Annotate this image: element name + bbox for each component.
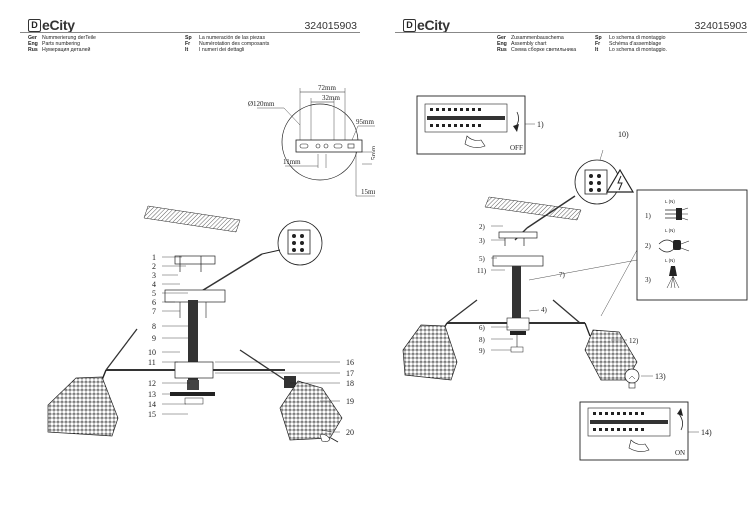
part-18: 18 xyxy=(346,379,354,388)
part-1: 1 xyxy=(152,253,156,262)
part-5: 5 xyxy=(152,289,156,298)
part-2: 2 xyxy=(152,262,156,271)
part-4: 4 xyxy=(152,280,156,289)
switch-off-label: OFF xyxy=(510,144,523,152)
shade-left-right-page xyxy=(402,324,458,381)
canopy-right xyxy=(492,255,544,267)
callout-line xyxy=(600,249,638,317)
step-2: 2) xyxy=(479,223,486,231)
dim-95: 95mm xyxy=(356,118,374,126)
brand-logo-right: D eCity xyxy=(403,17,450,33)
step-6: 6) xyxy=(479,324,486,332)
parts-diagram: 72mm 32mm Ø120mm 95mm 11mm 5mm 15mm xyxy=(47,84,375,443)
part-7: 7 xyxy=(152,307,156,316)
part-11: 11 xyxy=(148,358,156,367)
logo-text-right: eCity xyxy=(417,17,450,33)
switch-on-label: ON xyxy=(675,449,685,457)
step-10: 10) xyxy=(618,130,629,139)
part-6: 6 xyxy=(152,298,156,307)
dim-11: 11mm xyxy=(283,158,301,166)
rotate-arrow-icon-on xyxy=(678,413,683,431)
warning-icon xyxy=(605,168,635,193)
step-3: 3) xyxy=(479,237,486,245)
logo-text: eCity xyxy=(42,17,75,33)
lamp-socket xyxy=(284,376,296,388)
svg-text:L (N): L (N) xyxy=(665,228,675,233)
hub-right xyxy=(506,317,530,331)
central-stem xyxy=(188,300,198,380)
part-20: 20 xyxy=(346,428,354,437)
part-12: 12 xyxy=(148,379,156,388)
step-5: 5) xyxy=(479,255,486,263)
part-19: 19 xyxy=(346,397,354,406)
step-9: 9) xyxy=(479,347,486,355)
step-4: 4) xyxy=(541,306,548,314)
bottom-plate xyxy=(170,392,215,396)
terminal-block xyxy=(287,229,311,255)
step-8: 8) xyxy=(479,336,486,344)
step-11: 11) xyxy=(477,267,487,275)
bulb-icon-right xyxy=(624,368,640,389)
bulb-icon xyxy=(319,429,339,443)
stem-right xyxy=(512,266,521,320)
step-12: 12) xyxy=(629,337,639,345)
header-rule xyxy=(20,32,360,33)
power-cable xyxy=(199,253,263,293)
dim-72: 72mm xyxy=(318,84,336,92)
part-16: 16 xyxy=(346,358,354,367)
document-number: 324015903 xyxy=(304,20,357,32)
plate-detail: 72mm 32mm Ø120mm 95mm 11mm 5mm 15mm xyxy=(248,84,375,197)
step-7: 7) xyxy=(559,271,566,279)
part-10: 10 xyxy=(148,348,156,357)
dim-32: 32mm xyxy=(322,94,340,102)
step-14: 14) xyxy=(701,428,712,437)
header-rule-right xyxy=(395,32,747,33)
hand-icon-on xyxy=(628,439,650,452)
ceiling-hatch xyxy=(143,205,241,233)
part-8: 8 xyxy=(152,322,156,331)
wiring-step-3: 3) xyxy=(645,276,652,284)
mounting-bracket xyxy=(174,255,216,265)
part-9: 9 xyxy=(152,334,156,343)
dim-15: 15mm xyxy=(361,188,375,196)
part-13: 13 xyxy=(148,390,156,399)
terminal-block-right xyxy=(584,169,608,195)
part-14: 14 xyxy=(148,400,156,409)
hub xyxy=(174,361,214,379)
logo-mark-right: D xyxy=(403,18,416,32)
part-17: 17 xyxy=(346,369,354,378)
dim-120: Ø120mm xyxy=(248,100,275,108)
svg-text:L (N): L (N) xyxy=(665,258,675,263)
svg-text:L (N): L (N) xyxy=(665,199,675,204)
document-number-right: 324015903 xyxy=(694,20,747,32)
dim-5: 5mm xyxy=(370,145,375,160)
breaker-off-panel: OFF 1) xyxy=(416,95,544,155)
wiring-step-1: 1) xyxy=(645,212,652,220)
step-13: 13) xyxy=(655,372,666,381)
logo-mark: D xyxy=(28,18,41,32)
shade-right xyxy=(279,380,343,441)
ceiling-hatch-right xyxy=(484,196,582,221)
part-15: 15 xyxy=(148,410,156,419)
brand-logo: D eCity xyxy=(28,17,75,33)
shade-left xyxy=(47,376,119,437)
wiring-step-2: 2) xyxy=(645,242,652,250)
hand-icon xyxy=(464,135,486,148)
breaker-on-panel: ON 14) xyxy=(579,401,712,461)
assembly-diagram: OFF 1) 10) xyxy=(402,95,748,461)
wiring-panel: L (N) 1) L (N) 2) L (N) 3) xyxy=(636,189,748,301)
leader-lines xyxy=(162,256,340,433)
step-1: 1) xyxy=(537,120,544,129)
part-3: 3 xyxy=(152,271,156,280)
